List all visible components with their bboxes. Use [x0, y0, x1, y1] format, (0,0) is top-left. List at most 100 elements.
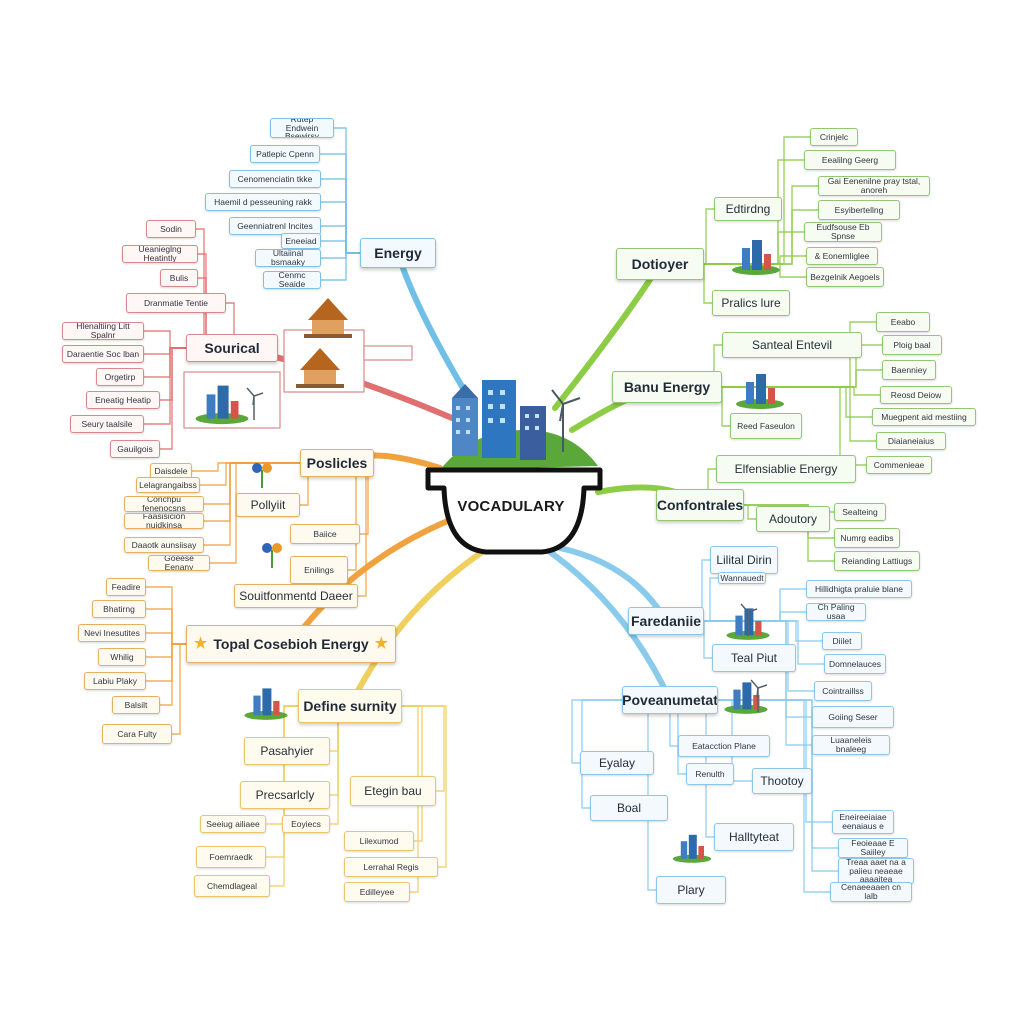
- sub-node-eneatig-heatip[interactable]: Eneatig Heatip: [86, 391, 160, 409]
- branch-node-poveanumetat[interactable]: Poveanumetat: [622, 686, 718, 714]
- sub-node-conchpu-fenenocsns[interactable]: Conchpu fenenocsns: [124, 496, 204, 512]
- sub-node-thootoy[interactable]: Thootoy: [752, 768, 812, 794]
- sub-node-eneeiad[interactable]: Eneeiad: [281, 233, 321, 249]
- branch-node-faredaniie[interactable]: Faredaniie: [628, 607, 704, 635]
- sub-node-cenomenciatin-tkke[interactable]: Cenomenciatin tkke: [229, 170, 321, 188]
- sub-node-ch-paling-usaa[interactable]: Ch Paling usaa: [806, 603, 866, 621]
- sub-node-cenmc-seaide[interactable]: Cenmc Seaide: [263, 271, 321, 289]
- sub-node-eealilng-geerg[interactable]: Eealilng Geerg: [804, 150, 896, 170]
- branch-node-define-surnity[interactable]: Define surnity: [298, 689, 402, 723]
- sub-node-precsarlcly[interactable]: Precsarlcly: [240, 781, 330, 809]
- sub-node-enilings[interactable]: Enilings: [290, 556, 348, 584]
- sub-node-faasisicion-nuidkinsa[interactable]: Faasisicion nuidkinsa: [124, 513, 204, 529]
- sub-node-geenniatrenl-incites[interactable]: Geenniatrenl Incites: [229, 217, 321, 235]
- sub-node-elfensiablie-energy[interactable]: Elfensiablie Energy: [716, 455, 856, 483]
- sub-node-pralics-lure[interactable]: Pralics lure: [712, 290, 790, 316]
- sub-node-eyalay[interactable]: Eyalay: [580, 751, 654, 775]
- sub-node-edilleyee[interactable]: Edilleyee: [344, 882, 410, 902]
- sub-node-reianding-lattiugs[interactable]: Reianding Lattiugs: [834, 551, 920, 571]
- sub-node-whilig[interactable]: Whilig: [98, 648, 146, 666]
- sub-node-santeal-entevil[interactable]: Santeal Entevil: [722, 332, 862, 358]
- sub-node-eneireeiaiae-eenaiaus-e[interactable]: Eneireeiaiae eenaiaus e: [832, 810, 894, 834]
- sub-node-goiing-seser[interactable]: Goiing Seser: [812, 706, 894, 728]
- sub-node-reed-faseulon[interactable]: Reed Faseulon: [730, 413, 802, 439]
- sub-node-souitfonmentd-daeer[interactable]: Souitfonmentd Daeer: [234, 584, 358, 608]
- sub-node-teal-piut[interactable]: Teal Piut: [712, 644, 796, 672]
- flower-icon: [252, 463, 272, 488]
- sub-node-orgetirp[interactable]: Orgetirp: [96, 368, 144, 386]
- sub-node-nevi-inesutites[interactable]: Nevi Inesutites: [78, 624, 146, 642]
- sub-node-goeese-eenany[interactable]: Goeese Eenany: [148, 555, 210, 571]
- sub-node-renulth[interactable]: Renulth: [686, 763, 734, 785]
- sub-node-etegin-bau[interactable]: Etegin bau: [350, 776, 436, 806]
- sub-node-feadire[interactable]: Feadire: [106, 578, 146, 596]
- sub-node-baiice[interactable]: Baiice: [290, 524, 360, 544]
- sub-node-haemil-d-pesseuning-rakk[interactable]: Haemil d pesseuning rakk: [205, 193, 321, 211]
- sub-node-numrg-eadibs[interactable]: Numrg eadibs: [834, 528, 900, 548]
- sub-node-chemdlageal[interactable]: Chemdlageal: [194, 875, 270, 897]
- sub-node-rutep-endwein-bsewirsy[interactable]: Rutep Endwein Bsewirsy: [270, 118, 334, 138]
- sub-node-lelagrangaibss[interactable]: Lelagrangaibss: [136, 477, 200, 493]
- sub-node-eeabo[interactable]: Eeabo: [876, 312, 930, 332]
- sub-node-esyibertellng[interactable]: Esyibertellng: [818, 200, 900, 220]
- sub-node-bezgelnik-aegoels[interactable]: Bezgelnik Aegoels: [806, 267, 884, 287]
- sub-node-sodin[interactable]: Sodin: [146, 220, 196, 238]
- branch-node-topal-cosebioh-energy[interactable]: ★Topal Cosebioh Energy★: [186, 625, 396, 663]
- sub-node-domnelauces[interactable]: Domnelauces: [824, 654, 886, 674]
- branch-node-confontrales[interactable]: Confontrales: [656, 489, 744, 521]
- sub-node-plary[interactable]: Plary: [656, 876, 726, 904]
- sub-node-ueanieglng-heatintly[interactable]: Ueanieglng Heatintly: [122, 245, 198, 263]
- sub-node-halltyteat[interactable]: Halltyteat: [714, 823, 794, 851]
- sub-node-seeiug-ailiaee[interactable]: Seeiug ailiaee: [200, 815, 266, 833]
- sub-node-patlepic-cpenn[interactable]: Patlepic Cpenn: [250, 145, 320, 163]
- sub-node-sealteing[interactable]: Sealteing: [834, 503, 886, 521]
- sub-node-pollyiit[interactable]: Pollyiit: [236, 493, 300, 517]
- sub-node-ultaiinal-bsmaaky[interactable]: Ultaiinal bsmaaky: [255, 249, 321, 267]
- sub-node-cara-fulty[interactable]: Cara Fulty: [102, 724, 172, 744]
- sub-node-lilital-dirin[interactable]: Lilital Dirin: [710, 546, 778, 574]
- sub-node-foemraedk[interactable]: Foemraedk: [196, 846, 266, 868]
- sub-node-reosd-deiow[interactable]: Reosd Deiow: [880, 386, 952, 404]
- sub-node-eatacction-plane[interactable]: Eatacction Plane: [678, 735, 770, 757]
- branch-node-sourical[interactable]: Sourical: [186, 334, 278, 362]
- sub-node-baenniey[interactable]: Baenniey: [882, 360, 936, 380]
- sub-node-ploig-baal[interactable]: Ploig baal: [882, 335, 942, 355]
- sub-node-muegpent-aid-mestiing[interactable]: Muegpent aid mestiing: [872, 408, 976, 426]
- sub-node-lerrahal-regis[interactable]: Lerrahal Regis: [344, 857, 438, 877]
- sub-node-luaaneleis-bnaleeg[interactable]: Luaaneleis bnaleeg: [812, 735, 890, 755]
- branch-node-dotioyer[interactable]: Dotioyer: [616, 248, 704, 280]
- sub-node-bulis[interactable]: Bulis: [160, 269, 198, 287]
- sub-node-edtirdng[interactable]: Edtirdng: [714, 197, 782, 221]
- sub-node-eudfsouse-eb-spnse[interactable]: Eudfsouse Eb Spnse: [804, 222, 882, 242]
- sub-node-cenaeeaaen-cn-lalb[interactable]: Cenaeeaaen cn lalb: [830, 882, 912, 902]
- sub-node-lilexumod[interactable]: Lilexumod: [344, 831, 414, 851]
- sub-node-hillidhigta-praluie-blane[interactable]: Hillidhigta praluie blane: [806, 580, 912, 598]
- sub-node-crinjelc[interactable]: Crinjelc: [810, 128, 858, 146]
- sub-node-daaotk-aunsiisay[interactable]: Daaotk aunsiisay: [124, 537, 204, 553]
- sub-node-cointraillss[interactable]: Cointraillss: [814, 681, 872, 701]
- sub-node-eoyiecs[interactable]: Eoyiecs: [282, 815, 330, 833]
- sub-node-pasahyier[interactable]: Pasahyier: [244, 737, 330, 765]
- sub-node-gai-eenenilne-pray-tstal-anoreh[interactable]: Gai Eenenilne pray tstal, anoreh: [818, 176, 930, 196]
- sub-node-balsilt[interactable]: Balsilt: [112, 696, 160, 714]
- sub-node-commenieae[interactable]: Commenieae: [866, 456, 932, 474]
- branch-node-banu-energy[interactable]: Banu Energy: [612, 371, 722, 403]
- sub-node-boal[interactable]: Boal: [590, 795, 668, 821]
- sub-node-daraentie-soc-lban[interactable]: Daraentie Soc lban: [62, 345, 144, 363]
- sub-node-gauilgois[interactable]: Gauilgois: [110, 440, 160, 458]
- sub-node-treaa-aaet-na-a-paiieu-neaeae-aaaaitea[interactable]: Treaa aaet na a paiieu neaeae aaaaitea: [838, 858, 914, 884]
- branch-node-poslicles[interactable]: Poslicles: [300, 449, 374, 477]
- sub-node-wannauedt[interactable]: Wannauedt: [718, 572, 766, 584]
- branch-node-energy[interactable]: Energy: [360, 238, 436, 268]
- sub-node-seury-taalsile[interactable]: Seury taalsile: [70, 415, 144, 433]
- sub-node-diilet[interactable]: Diilet: [822, 632, 862, 650]
- sub-node-bhatirng[interactable]: Bhatirng: [92, 600, 146, 618]
- ribbon-frame: [363, 345, 413, 361]
- sub-node-eonemliglee[interactable]: & Eonemliglee: [806, 247, 878, 265]
- sub-node-feoieaae-e-saiiley[interactable]: Feoieaae E Saiiley: [838, 838, 908, 858]
- sub-node-dranmatie-tentie[interactable]: Dranmatie Tentie: [126, 293, 226, 313]
- sub-node-adoutory[interactable]: Adoutory: [756, 506, 830, 532]
- sub-node-hlenaltiing-litt-spalnr[interactable]: Hlenaltiing Litt Spalnr: [62, 322, 144, 340]
- sub-node-labiu-plaky[interactable]: Labiu Plaky: [84, 672, 146, 690]
- sub-node-diaianeiaius[interactable]: Diaianeiaius: [876, 432, 946, 450]
